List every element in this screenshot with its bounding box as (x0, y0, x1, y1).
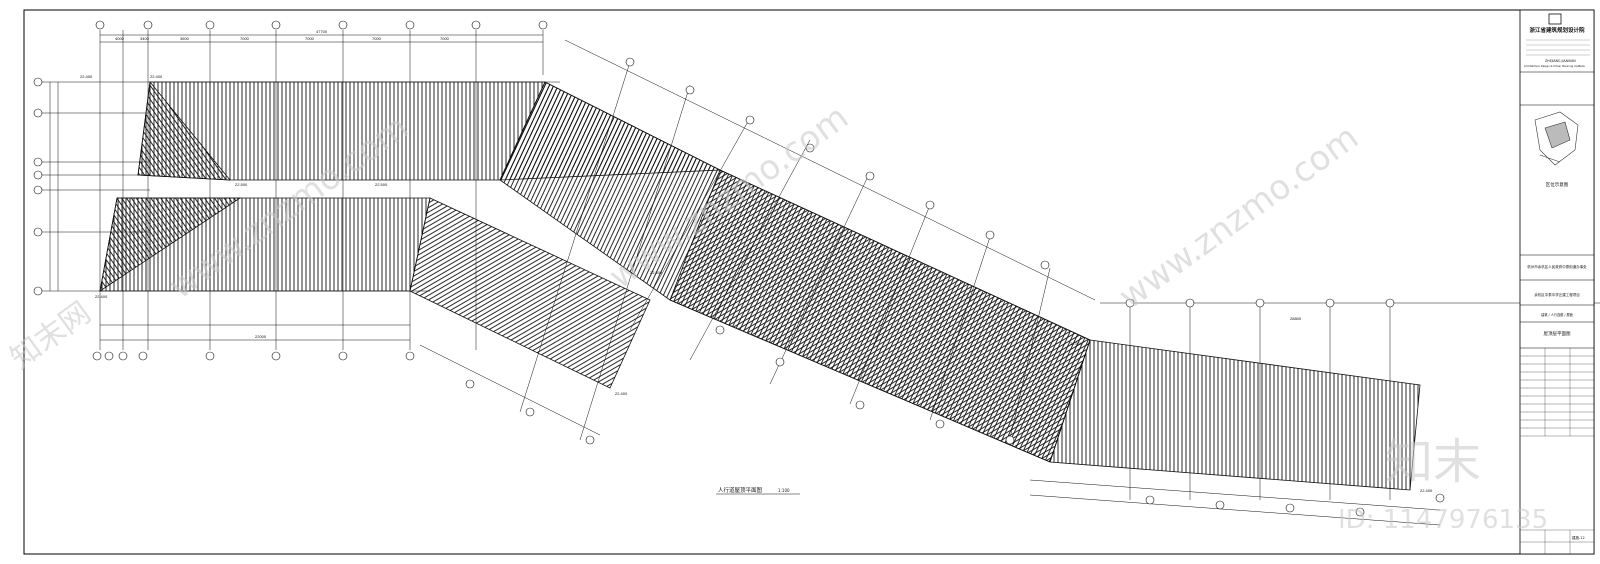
dimension-text: 47700 (316, 29, 328, 34)
signature-grid (1520, 348, 1594, 554)
project-name: 余杭区中泰中学迁建工程项目 (1534, 292, 1580, 297)
axis-bubbles-diagonal (465, 57, 1445, 517)
key-plan-map (1534, 111, 1579, 166)
institute-en: Architecture Design & Urban Planning Ins… (1524, 64, 1585, 68)
level-tag: 22.500 (650, 270, 663, 275)
dimension-text: 22000 (255, 334, 267, 339)
level-tag: 22.400 (615, 391, 628, 396)
watermark-site: www.znzmo.com (1112, 117, 1366, 317)
dimension-text: 28800 (1290, 316, 1302, 321)
roof-hip-3 (99, 197, 242, 292)
institute-logo (1548, 13, 1562, 25)
plan-title: 人行道屋顶平面图 (718, 486, 763, 494)
sheet-number: 建施-12 (1572, 535, 1585, 540)
axis-bubbles-bottom (92, 351, 415, 361)
title-block: 浙江省建筑规划设计院 ZHEJIANG JIANXIAN Architectur… (1519, 9, 1595, 555)
level-tag: 22.400 (80, 74, 93, 79)
level-tag: 22.500 (1070, 341, 1083, 346)
dimension-text: 4000 (115, 36, 125, 41)
watermark-logo-text: 知末 (1385, 434, 1481, 490)
specialty-name: 建筑 / 人行连廊 / 屋面 (1541, 312, 1573, 317)
oblique-axes (419, 39, 1600, 526)
level-tag: 22.500 (375, 182, 388, 187)
roof-slab-3 (409, 197, 651, 389)
dimension-text: 7000 (372, 36, 382, 41)
dimension-text: 3600 (180, 36, 190, 41)
client-name: 杭州市余杭区人民政府中泰街道办事处 (1527, 264, 1587, 269)
level-tag: 22.400 (1420, 488, 1433, 493)
dimension-text: 7000 (240, 36, 250, 41)
axis-bubbles-left (33, 77, 43, 296)
key-plan-label: 区位示意图 (1546, 181, 1569, 188)
institute-city: ZHEJIANG JIANXIAN (1545, 59, 1576, 63)
roof-plan: 22.400 22.400 22.500 22.500 22.400 22.40… (33, 20, 1600, 526)
dimension-text: 7000 (305, 36, 315, 41)
dimension-text: 3400 (140, 36, 150, 41)
sheet-name: 屋顶层平面图 (1544, 331, 1571, 337)
watermark-id: ID: 1147976135 (1338, 505, 1548, 535)
level-tag: 22.400 (95, 294, 108, 299)
watermark-brand: 知末网 (4, 295, 97, 376)
roof-hip-1 (137, 81, 231, 181)
axis-bubbles-top (95, 20, 548, 30)
level-tag: 22.500 (235, 182, 248, 187)
institute-name: 浙江省建筑规划设计院 (1529, 26, 1585, 34)
level-tag: 22.400 (150, 74, 163, 79)
dimension-text: 7000 (440, 36, 450, 41)
roof-slab-6 (1049, 339, 1421, 491)
plan-scale: 1:100 (778, 488, 790, 493)
